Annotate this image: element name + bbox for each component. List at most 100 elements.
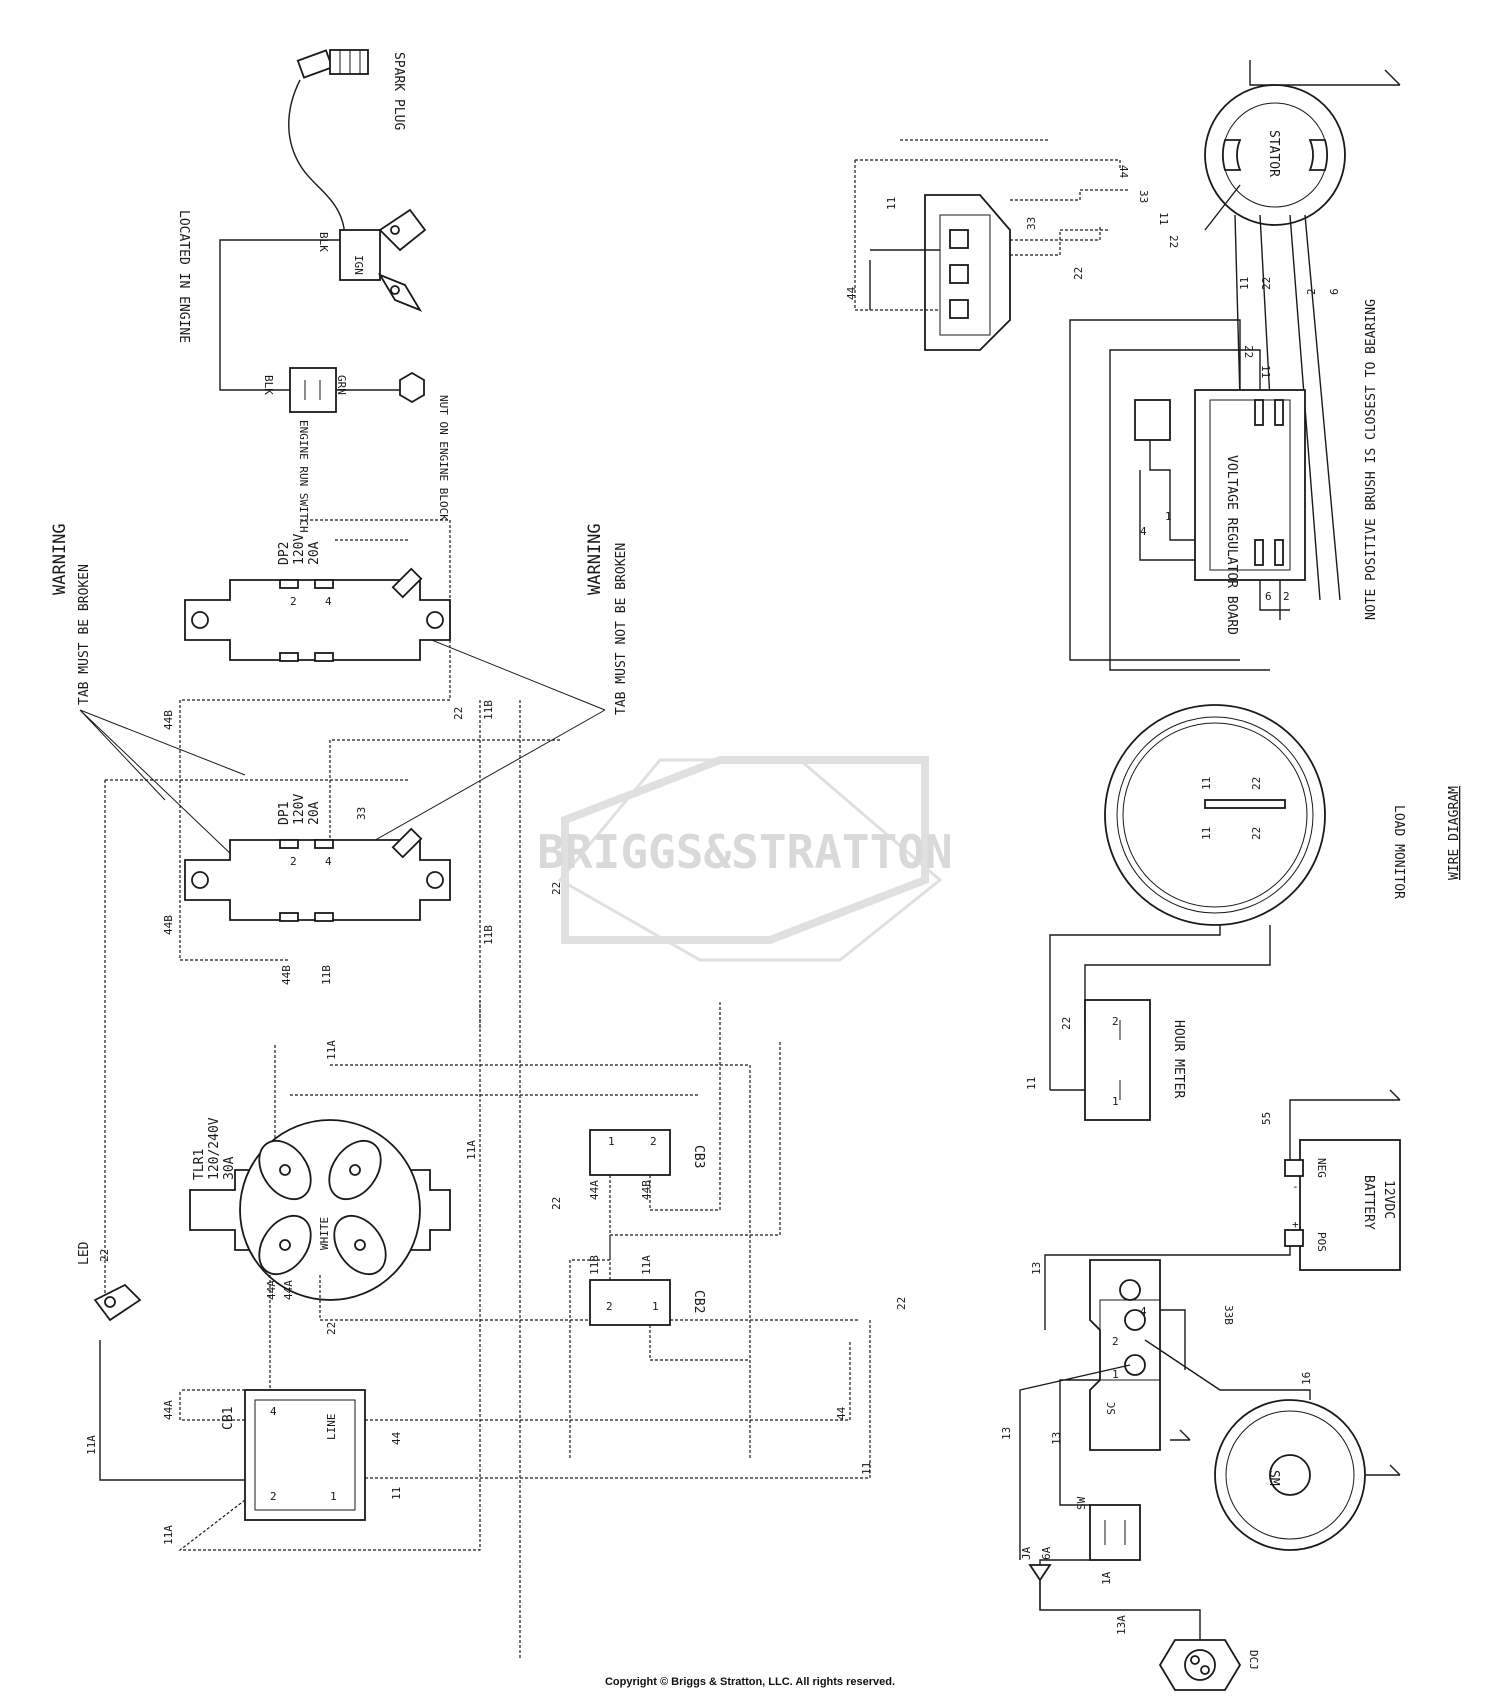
- wire-label-22-alt: 22: [1072, 267, 1085, 280]
- wire-label-22-alt-r: 22: [1167, 235, 1180, 248]
- battery-pos: POS: [1315, 1232, 1328, 1252]
- harness-tlr: [180, 1045, 860, 1460]
- cb2-term-1: 1: [652, 1300, 659, 1313]
- lm-11-bottom: 11: [1200, 827, 1213, 840]
- wire-label-44-cb1: 44: [390, 1431, 403, 1445]
- wire-label-44b-bottom: 44B: [162, 915, 175, 935]
- wire-label-22-dp2: 22: [452, 707, 465, 720]
- lm-11-top: 11: [1200, 777, 1213, 790]
- wire-label-6-reg: 6: [1265, 590, 1272, 603]
- duplex-receptacle-dp1: DP1 120V 20A 2 4: [184, 794, 451, 922]
- dp1-term-4: 4: [325, 855, 332, 868]
- wire-label-13-bat: 13: [1030, 1262, 1043, 1275]
- cb1-term-4: 4: [270, 1405, 277, 1418]
- wire-13a: [1039, 1580, 1201, 1640]
- cb2-term-2: 2: [606, 1300, 613, 1313]
- circuit-breaker-cb2: 2 1 CB2 11B 11A: [588, 1255, 706, 1326]
- warning-text-1: TAB MUST BE BROKEN: [77, 564, 92, 705]
- nut-on-engine-block-icon: [399, 371, 425, 404]
- wire-stator-ground: [1249, 60, 1401, 86]
- dp1-rating: 120V: [292, 794, 307, 825]
- engine-run-switch: BLK GRN ENGINE RUN SWITCH: [262, 367, 348, 533]
- sol-term-2: 2: [1112, 1335, 1119, 1348]
- sm-label: SM: [1266, 1470, 1281, 1486]
- engine-run-switch-label: ENGINE RUN SWITCH: [297, 420, 310, 533]
- cb1-label: CB1: [221, 1407, 236, 1430]
- battery-neg: NEG: [1315, 1158, 1328, 1178]
- run-switch-grn-label: GRN: [335, 375, 348, 395]
- brush-note: NOTE POSITIVE BRUSH IS CLOSEST TO BEARIN…: [1364, 299, 1379, 620]
- wire-label-22-hm: 22: [1060, 1017, 1073, 1030]
- load-monitor: LOAD MONITOR 11 22 11 22: [1104, 704, 1406, 926]
- lm-22-top: 22: [1250, 777, 1263, 790]
- battery-voltage: 12VDC: [1381, 1180, 1396, 1219]
- dcj-label: DCJ: [1247, 1650, 1260, 1670]
- wire-label-44b-dp1: 44B: [280, 965, 293, 985]
- wire-label-11-cb1: 11: [390, 1487, 403, 1500]
- wire-stator-leads: [1234, 214, 1341, 601]
- circuit-breaker-cb3: 1 2 CB3 44A 44B: [588, 1129, 706, 1200]
- tlr1-amps: 30A: [222, 1156, 237, 1180]
- wire-label-11b-dp1-bottom: 11B: [320, 965, 333, 985]
- wire-label-11a-bottom: 11A: [162, 1525, 175, 1545]
- wire-label-13-sol: 13: [1000, 1427, 1013, 1440]
- dp1-amps: 20A: [307, 801, 322, 825]
- wire-label-2-reg: 2: [1283, 590, 1290, 603]
- wire-label-6-stator: 6: [1328, 288, 1341, 295]
- duplex-receptacle-dp2: DP2 120V 20A 2 4: [184, 534, 451, 662]
- voltage-regulator-board: VOLTAGE REGULATOR BOARD: [1194, 389, 1306, 635]
- wire-blk-ign: [219, 239, 340, 391]
- tlr1-white: WHITE: [318, 1217, 331, 1250]
- wire-label-2-stator: 2: [1305, 288, 1318, 295]
- brush-holder: [1134, 399, 1171, 441]
- wire-switch: [1039, 1460, 1090, 1610]
- cb3-label: CB3: [691, 1145, 706, 1168]
- voltage-regulator-label: VOLTAGE REGULATOR BOARD: [1224, 455, 1239, 635]
- hm-term-2: 2: [1112, 1015, 1119, 1028]
- wire-sm-ground: [1365, 1464, 1401, 1476]
- cb1-line-label: LINE: [325, 1414, 338, 1441]
- led-label: LED: [77, 1241, 92, 1265]
- wire-load-monitor: [1049, 650, 1271, 1090]
- ign-label: IGN: [352, 255, 365, 275]
- wire-starter: [1019, 1309, 1311, 1560]
- wire-label-22-harness: 22: [550, 1197, 563, 1210]
- wire-label-13a: 13A: [1115, 1615, 1128, 1635]
- wire-label-1a: 1A: [1100, 1571, 1113, 1585]
- harness-cb1: [178, 1000, 871, 1551]
- dp1-term-2: 2: [290, 855, 297, 868]
- wire-label-44a-tlr: 44A: [265, 1280, 278, 1300]
- lm-22-bottom: 22: [1250, 827, 1263, 840]
- fuse-rating: 6A: [1040, 1546, 1053, 1560]
- wire-label-11a-cb2: 11A: [640, 1255, 653, 1275]
- battery-minus: -: [1292, 1180, 1299, 1193]
- nut-on-engine-block-label: NUT ON ENGINE BLOCK: [437, 395, 450, 521]
- ignition-coil: IGN BLK: [317, 208, 427, 312]
- dp2-term-4: 4: [325, 595, 332, 608]
- dp1-name: DP1: [277, 802, 292, 825]
- wire-label-22-tlr: 22: [325, 1322, 338, 1335]
- fuse: JA 6A: [1020, 1546, 1053, 1582]
- copyright-notice: Copyright © Briggs & Stratton, LLC. All …: [604, 1676, 896, 1688]
- wire-label-33-alt-r: 33: [1137, 190, 1150, 203]
- circuit-breaker-cb1: CB1 LINE 4 2 1: [221, 1389, 366, 1521]
- battery-label: BATTERY: [1361, 1175, 1376, 1230]
- wire-label-11-stator: 11: [1238, 277, 1251, 290]
- dp2-term-2: 2: [290, 595, 297, 608]
- sc-label: SC: [1105, 1402, 1118, 1415]
- battery: BATTERY 12VDC NEG POS - +: [1284, 1139, 1401, 1271]
- wire-label-11b-dp2: 11B: [482, 700, 495, 720]
- wire-label-11-reg: 11: [1259, 365, 1272, 378]
- wire-label-22-led: 22: [98, 1249, 111, 1262]
- hm-term-1: 1: [1112, 1095, 1119, 1108]
- warning-heading-2: WARNING: [585, 523, 605, 595]
- fuse-label: JA: [1020, 1546, 1033, 1560]
- cb3-term-1: 1: [608, 1135, 615, 1148]
- wire-label-11a-led: 11A: [85, 1435, 98, 1455]
- wire-alt-short: [869, 249, 940, 310]
- wire-label-44-alt: 44: [845, 286, 858, 300]
- wire-label-33-alt: 33: [1025, 217, 1038, 230]
- spark-plug: SPARK PLUG: [288, 49, 406, 241]
- wire-battery: [1044, 1089, 1401, 1330]
